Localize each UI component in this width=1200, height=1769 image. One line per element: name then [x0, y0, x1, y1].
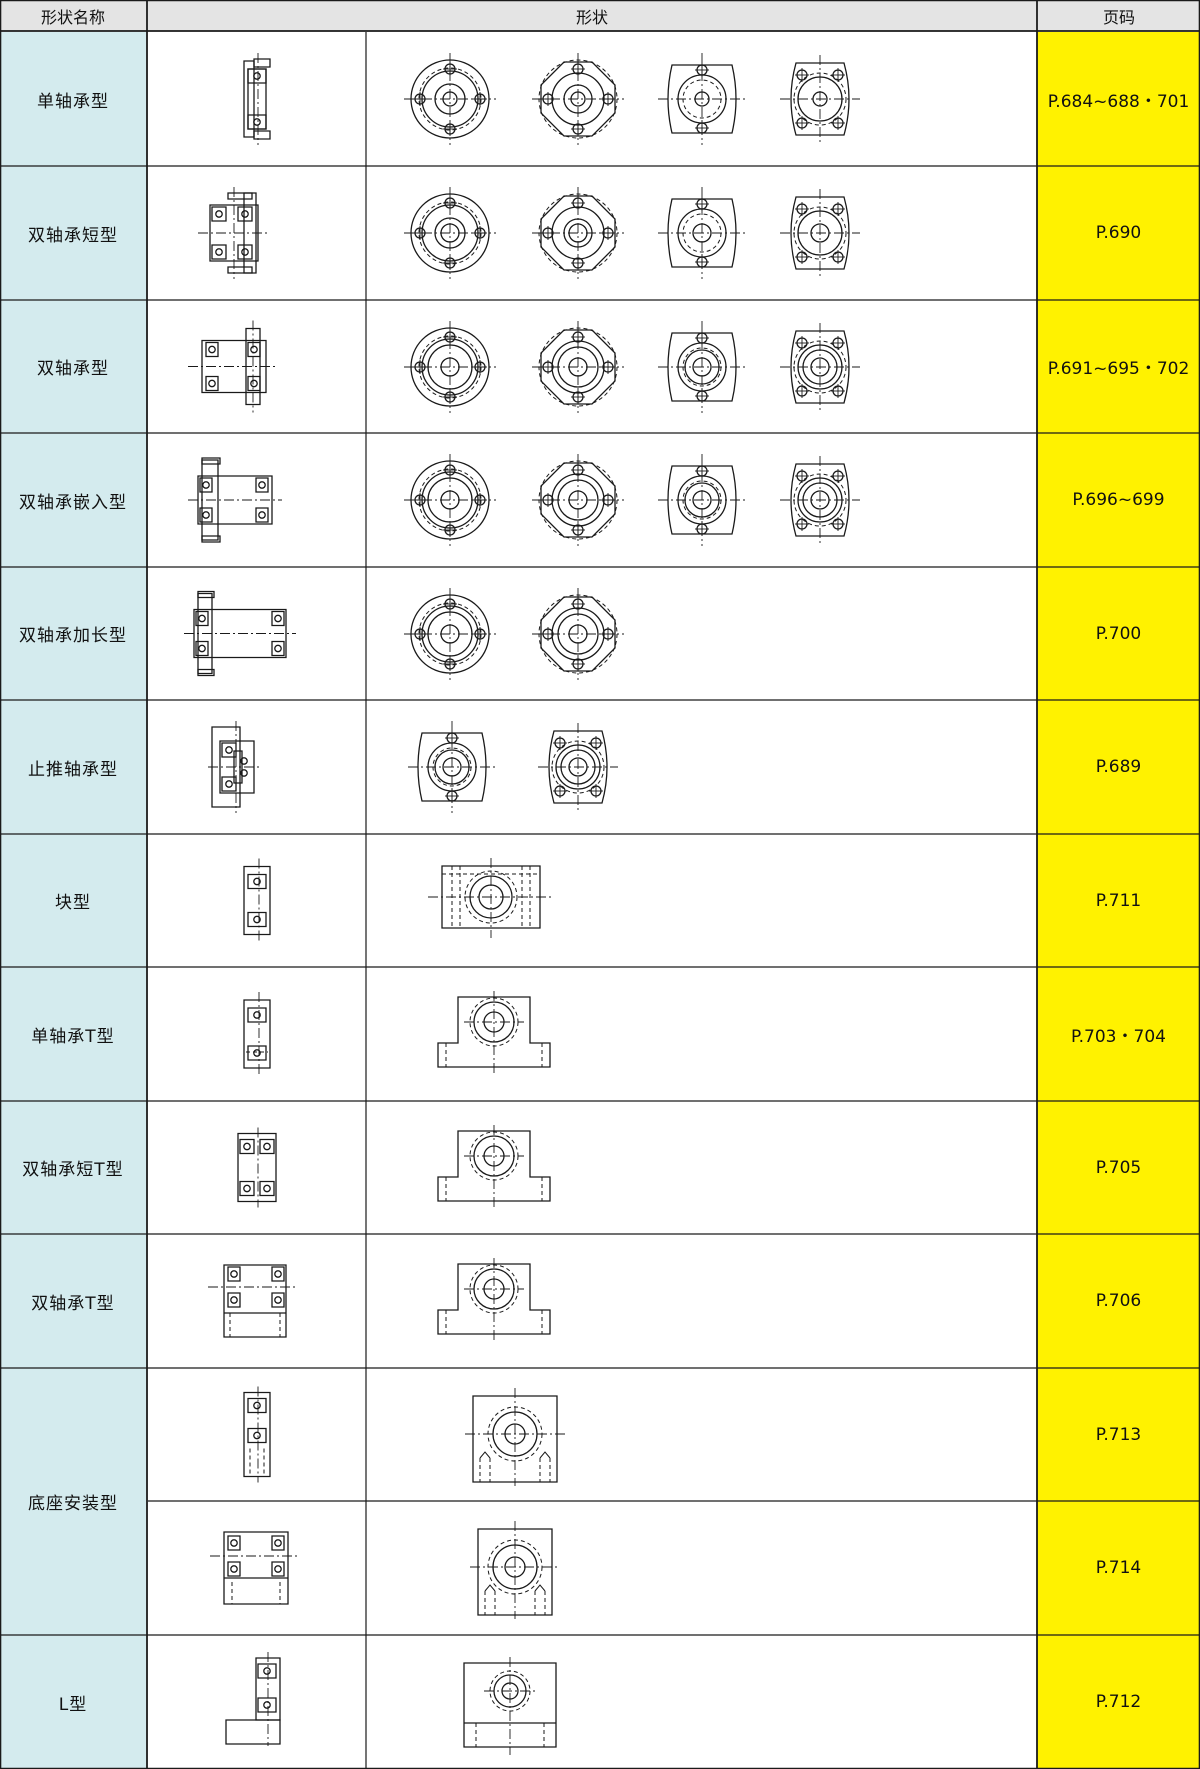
row-name: 双轴承T型	[0, 1234, 146, 1368]
row-name: 单轴承型	[0, 32, 146, 166]
row-page-ref[interactable]: P.690	[1037, 166, 1200, 300]
oval2-flange-drawing	[652, 317, 752, 417]
row-page-ref[interactable]: P.712	[1037, 1635, 1200, 1769]
block-front-drawing	[420, 854, 560, 944]
row-page-ref[interactable]: P.691~695・702	[1037, 300, 1200, 433]
header-page-column: 页码	[1038, 0, 1200, 31]
oval4-flange-drawing	[770, 49, 870, 149]
row-page-ref[interactable]: P.696~699	[1037, 433, 1200, 567]
row-name: 双轴承型	[0, 300, 146, 433]
row-name: 块型	[0, 834, 146, 967]
header-name-column: 形状名称	[0, 0, 146, 31]
row-page-ref[interactable]: P.711	[1037, 834, 1200, 967]
base-front-drawing	[455, 1386, 575, 1496]
side-section-drawing	[148, 300, 364, 433]
row-name: 单轴承T型	[0, 967, 146, 1101]
t-front-drawing	[430, 987, 560, 1087]
row-name: L型	[0, 1635, 146, 1769]
diamond-flange-drawing	[528, 584, 628, 684]
row-name: 双轴承嵌入型	[0, 433, 146, 567]
row-name: 双轴承短型	[0, 166, 146, 300]
row-page-ref[interactable]: P.714	[1037, 1501, 1200, 1635]
row-name: 止推轴承型	[0, 700, 146, 834]
oval2-flange-drawing	[652, 450, 752, 550]
header-shape-column: 形状	[148, 0, 1036, 31]
t-front-drawing	[430, 1121, 560, 1221]
side-section-drawing	[148, 1635, 364, 1769]
side-section-drawing	[148, 1501, 364, 1635]
oval4-flange-drawing	[770, 183, 870, 283]
row-page-ref[interactable]: P.703・704	[1037, 967, 1200, 1101]
row-page-ref[interactable]: P.706	[1037, 1234, 1200, 1368]
side-section-drawing	[148, 32, 364, 166]
round-flange-drawing	[400, 49, 500, 149]
row-page-ref[interactable]: P.689	[1037, 700, 1200, 834]
oval2-flange-drawing	[402, 717, 502, 817]
side-section-drawing	[148, 567, 364, 700]
oval2-flange-drawing	[652, 49, 752, 149]
row-page-ref[interactable]: P.713	[1037, 1368, 1200, 1501]
l-front-front-drawing	[450, 1655, 570, 1765]
row-name: 双轴承加长型	[0, 567, 146, 700]
row-page-ref[interactable]: P.684~688・701	[1037, 32, 1200, 166]
round-flange-drawing	[400, 584, 500, 684]
diamond-flange-drawing	[528, 183, 628, 283]
side-section-drawing	[148, 1101, 364, 1234]
oval2-flange-drawing	[652, 183, 752, 283]
diamond-flange-drawing	[528, 317, 628, 417]
diamond-flange-drawing	[528, 49, 628, 149]
round-flange-drawing	[400, 183, 500, 283]
side-section-drawing	[148, 700, 364, 834]
oval4-flange-drawing	[770, 450, 870, 550]
t-front-drawing	[430, 1254, 560, 1354]
row-name: 双轴承短T型	[0, 1101, 146, 1234]
side-section-drawing	[148, 433, 364, 567]
side-section-drawing	[148, 967, 364, 1101]
side-section-drawing	[148, 834, 364, 967]
diamond-flange-drawing	[528, 450, 628, 550]
round-flange-drawing	[400, 450, 500, 550]
row-page-ref[interactable]: P.705	[1037, 1101, 1200, 1234]
row-name: 底座安装型	[0, 1368, 146, 1635]
oval4-flange-drawing	[770, 317, 870, 417]
oval4-flange-drawing	[528, 717, 628, 817]
side-section-drawing	[148, 1368, 364, 1501]
round-flange-drawing	[400, 317, 500, 417]
side-section-drawing	[148, 166, 364, 300]
row-page-ref[interactable]: P.700	[1037, 567, 1200, 700]
base-small-front-drawing	[455, 1519, 575, 1629]
side-section-drawing	[148, 1234, 364, 1368]
